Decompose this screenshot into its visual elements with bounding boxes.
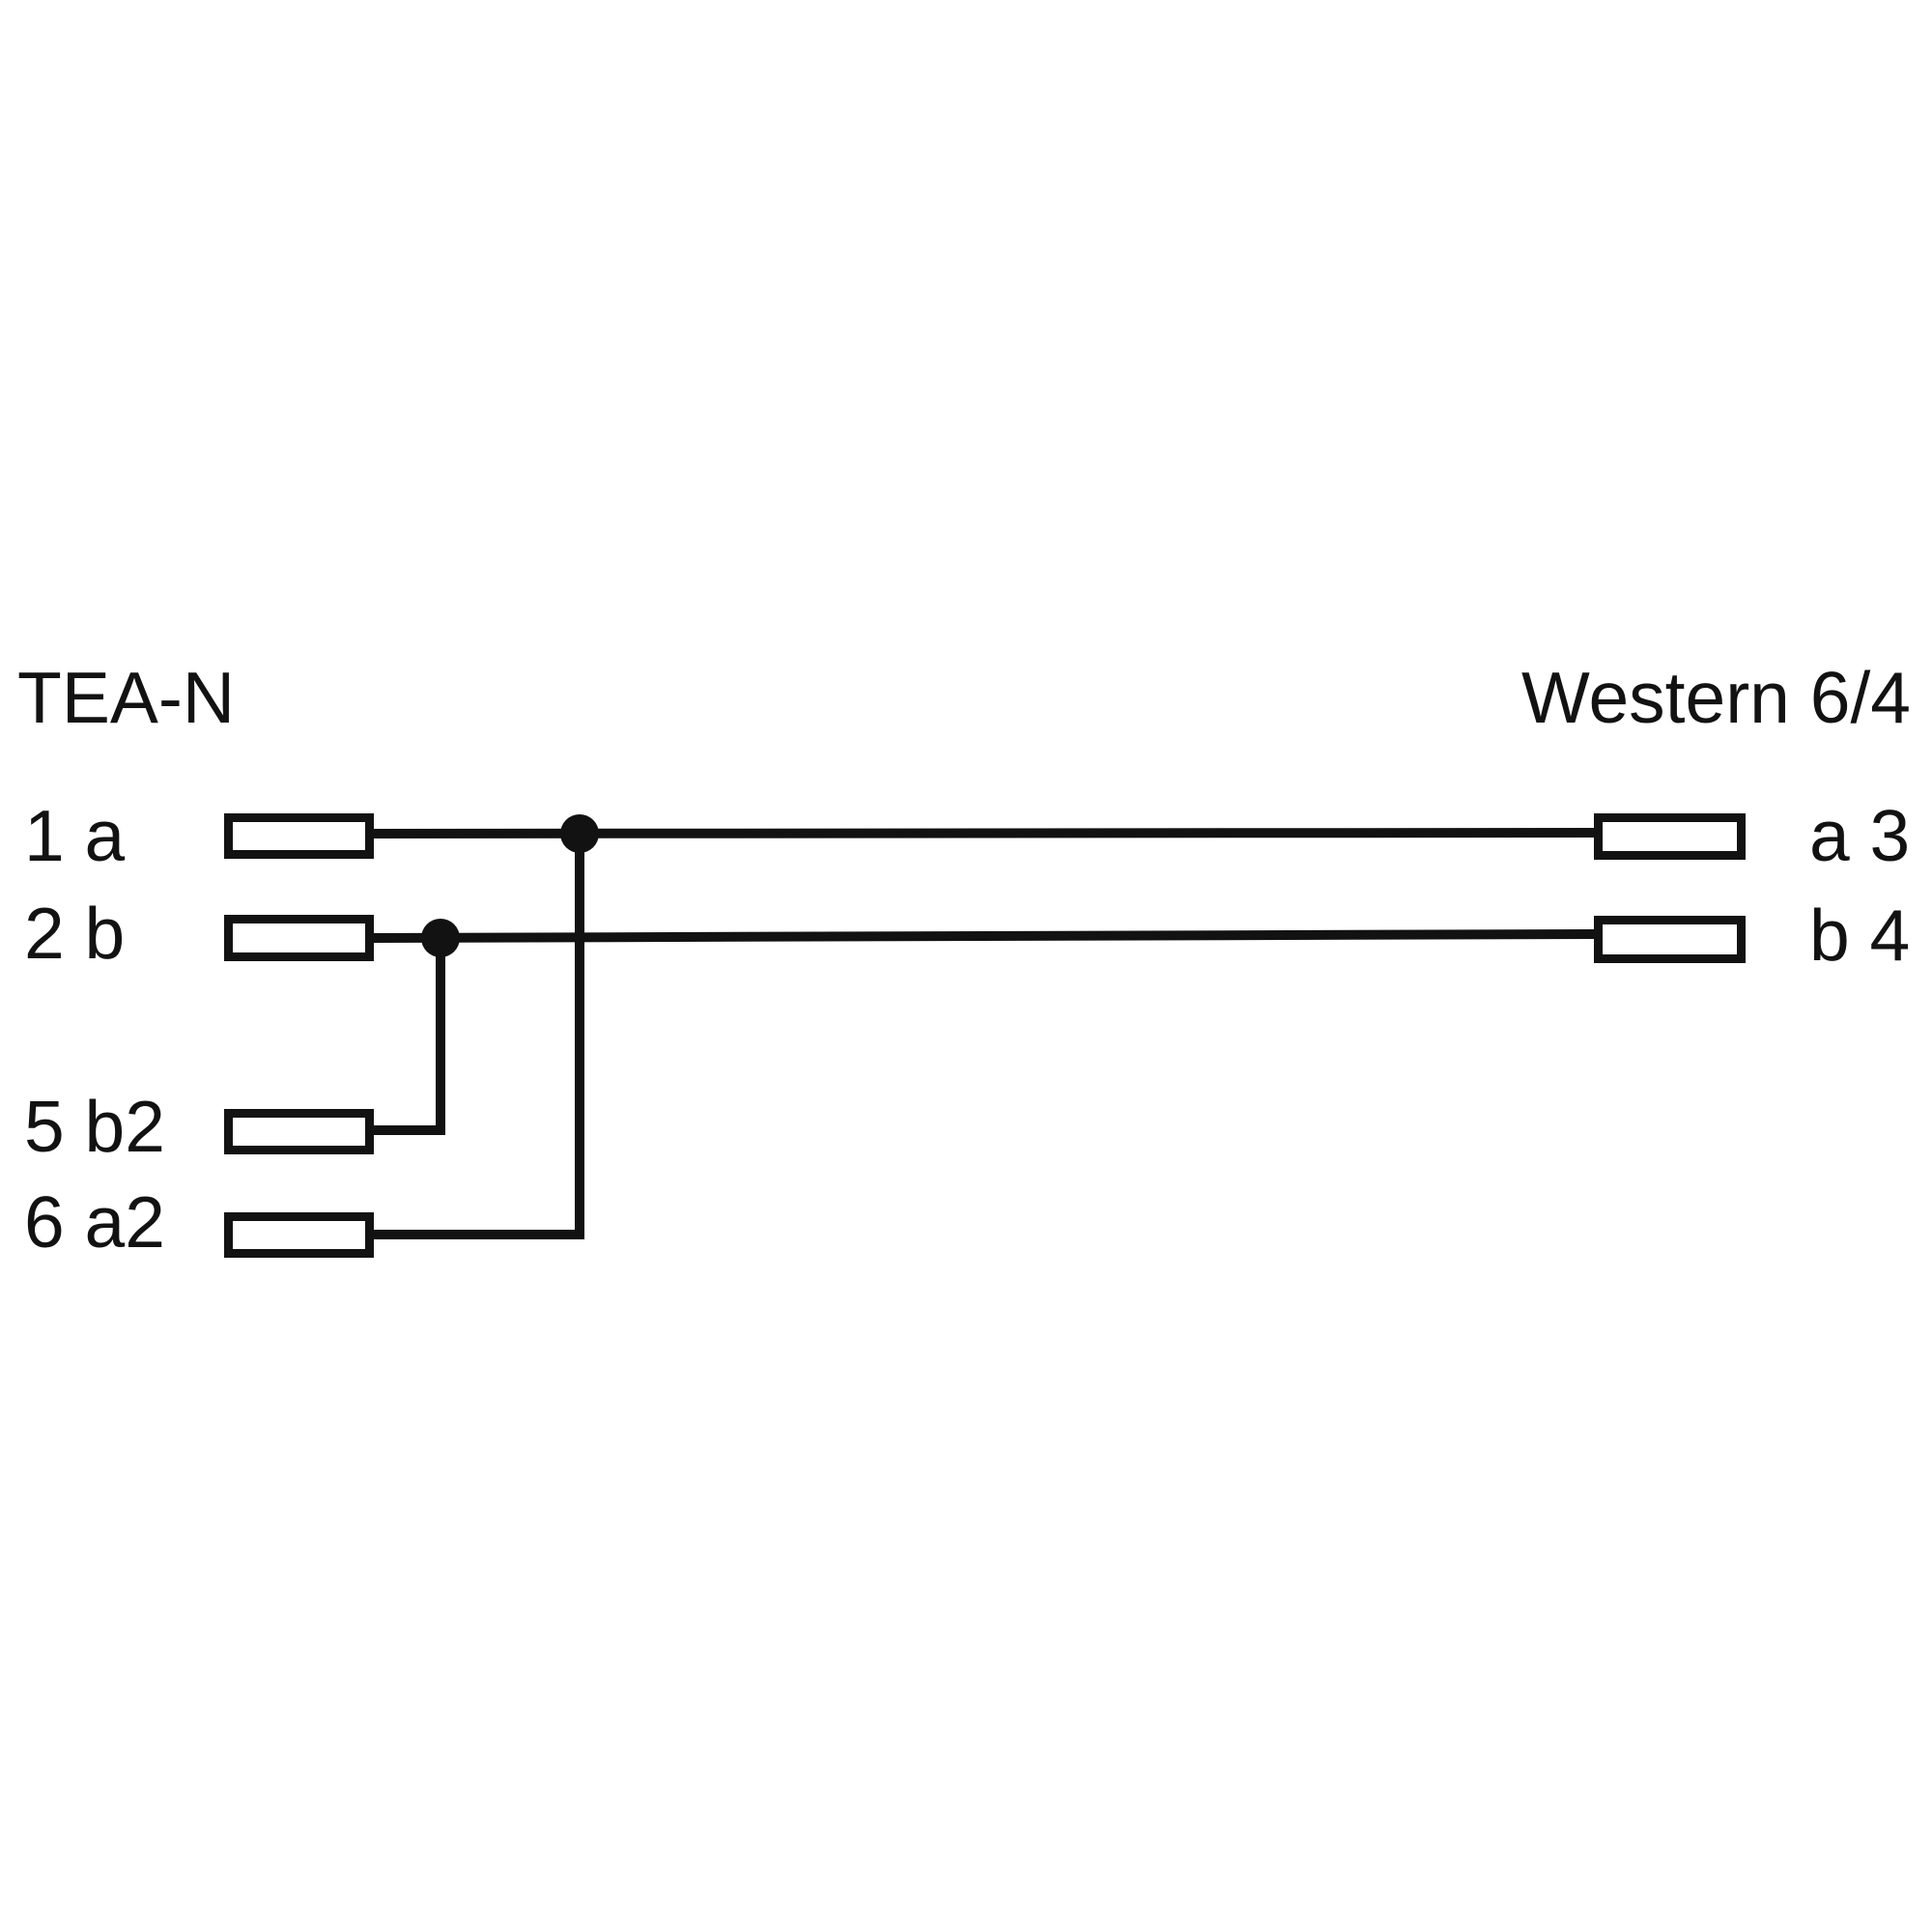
pin-label-2b: 2 b	[24, 893, 125, 974]
terminal-group	[224, 813, 1746, 1258]
junction-group	[421, 814, 599, 957]
right-connector-title: Western 6/4	[1521, 657, 1911, 738]
pin-terminal-2b	[224, 915, 374, 961]
pin-label-5b2: 5 b2	[24, 1086, 165, 1167]
wire-group	[373, 828, 1595, 1239]
wire-b	[373, 929, 1595, 943]
junction-dot-a	[560, 814, 599, 853]
branch-wire-a2	[374, 834, 584, 1239]
pin-label-a3: a 3	[1809, 795, 1910, 876]
pin-terminal-6a2	[224, 1212, 374, 1258]
pin-terminal-b4	[1594, 916, 1746, 963]
pin-terminal-5b2	[224, 1109, 374, 1154]
pin-terminal-1a	[224, 813, 374, 859]
label-group: TEA-N Western 6/4 1 a 2 b 5 b2 6 a2 a 3 …	[17, 657, 1911, 1263]
junction-dot-b	[421, 919, 460, 957]
left-connector-title: TEA-N	[17, 657, 235, 738]
pin-label-b4: b 4	[1809, 895, 1910, 976]
pin-label-6a2: 6 a2	[24, 1181, 165, 1263]
pin-label-1a: 1 a	[24, 795, 126, 876]
wire-a	[373, 828, 1595, 838]
pin-terminal-a3	[1594, 813, 1746, 860]
branch-wire-b2	[374, 938, 445, 1135]
